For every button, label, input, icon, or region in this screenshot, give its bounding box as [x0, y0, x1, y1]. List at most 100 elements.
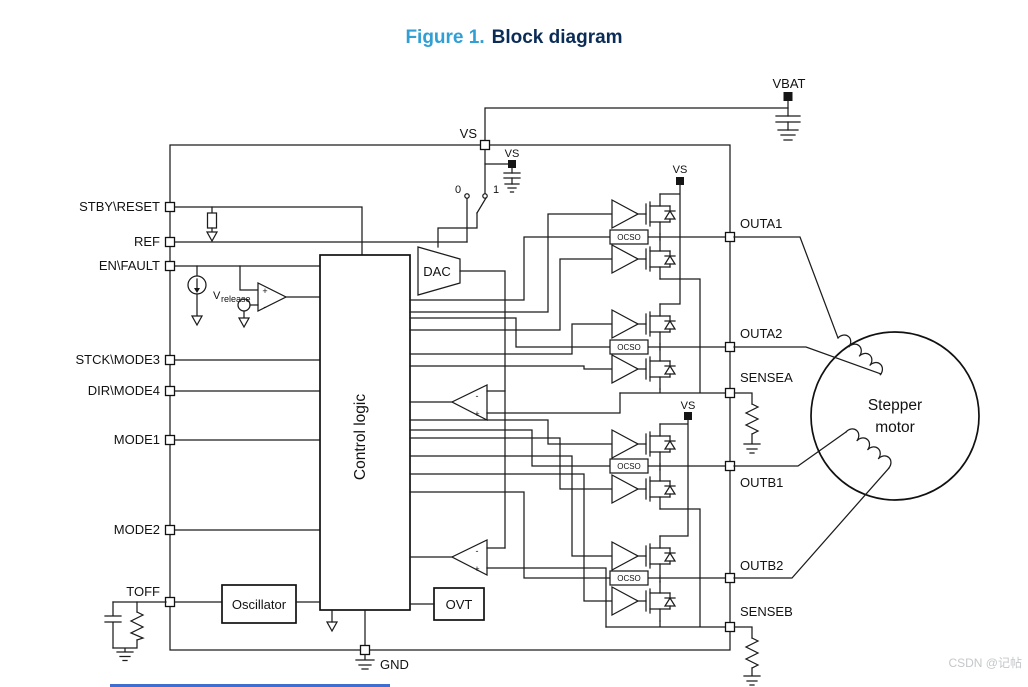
pin-label-stby-reset: STBY\RESET — [79, 199, 160, 214]
pin-outb2 — [724, 572, 736, 584]
switch-pos0-label: 0 — [455, 184, 461, 196]
motor-label-line1: Stepper — [868, 397, 922, 414]
pin-sensea — [724, 387, 736, 399]
pin-ref — [164, 236, 176, 248]
stby-net — [174, 206, 363, 256]
dac-label: DAC — [423, 264, 450, 279]
pin-label-outb1: OUTB1 — [740, 475, 783, 490]
ovt-label: OVT — [446, 597, 473, 612]
pin-label-senseb: SENSEB — [740, 604, 793, 619]
comp-a-minus: - — [476, 391, 479, 401]
pin-outa2 — [724, 341, 736, 353]
sensea-resistor-icon — [744, 403, 760, 435]
mosfet-b1-low — [611, 468, 676, 510]
vrelease-sub-label: release — [221, 294, 251, 304]
vs-bridge-b-pad — [684, 412, 692, 420]
figure-name: Block diagram — [491, 27, 623, 48]
mosfet-b2-low — [611, 580, 676, 622]
pwm-comparators: - + - + — [409, 384, 621, 628]
outa1-wire — [733, 236, 839, 339]
vbat-supply-net: VBAT VS — [460, 76, 806, 151]
toff-capacitor-icon — [104, 601, 122, 649]
dac-shape — [417, 246, 461, 296]
pin-label-mode1: MODE1 — [114, 432, 160, 447]
switch-lever — [476, 197, 487, 214]
pin-mode1 — [164, 434, 176, 446]
mosfet-a2-high — [611, 303, 676, 345]
switch-contact-1 — [482, 193, 488, 199]
phase-a-coil-icon — [837, 334, 884, 376]
pin-label-en-fault: EN\FAULT — [99, 258, 160, 273]
vs-bridge-b-label: VS — [681, 400, 696, 412]
comparator-b — [450, 539, 488, 577]
bottom-blocks: Oscillator OVT GND — [104, 584, 485, 672]
ocso-a2-box — [609, 339, 649, 355]
switch-pos1-label: 1 — [493, 184, 499, 196]
comp-b-plus: + — [474, 564, 479, 574]
pin-label-mode2: MODE2 — [114, 522, 160, 537]
stby-ground-arrow-icon — [205, 231, 219, 243]
logic-ground-arrow-icon — [325, 621, 339, 633]
fault-comp-minus: - — [264, 302, 267, 312]
stepper-motor: Stepper motor — [733, 236, 980, 579]
pin-label-dir-mode4: DIR\MODE4 — [88, 383, 160, 398]
ocso-a1-label: OCSO — [617, 233, 641, 242]
ocso-a2-label: OCSO — [617, 343, 641, 352]
motor-circle — [810, 331, 980, 501]
vbat-label: VBAT — [773, 76, 806, 91]
switch-contact-0 — [464, 193, 470, 199]
stby-pulldown-resistor — [206, 212, 218, 229]
comparator-a — [450, 384, 488, 422]
pin-label-toff: TOFF — [126, 584, 160, 599]
pin-label-stck-mode3: STCK\MODE3 — [75, 352, 160, 367]
pin-label-sensea: SENSEA — [740, 370, 793, 385]
vrelease-ground-arrow-icon — [237, 317, 251, 329]
senseb-ground-icon — [743, 667, 761, 686]
mosfet-a1-high — [611, 193, 676, 235]
gnd-symbol-icon — [355, 654, 375, 670]
toff-resistor-icon — [129, 611, 145, 641]
ocso-b2-label: OCSO — [617, 574, 641, 583]
pin-outa1 — [724, 231, 736, 243]
vs-entry-pin — [479, 139, 491, 151]
outa2-wire — [733, 346, 882, 375]
gate-drive-bundle — [409, 213, 613, 602]
pin-senseb — [724, 621, 736, 633]
figure-number: Figure 1. — [405, 27, 485, 48]
outb2-wire — [733, 467, 890, 579]
mosfet-a2-low — [611, 348, 676, 390]
dac-block: DAC — [417, 246, 506, 549]
pin-label-outa2: OUTA2 — [740, 326, 782, 341]
vs-bypass-pad — [508, 160, 516, 168]
figure-title: Figure 1. Block diagram — [0, 27, 1028, 49]
vs-bypass-ground-icon — [504, 183, 520, 193]
fault-comparator — [257, 281, 288, 313]
power-bridges: VS VS OCSO OCSO OCSO OCSO — [605, 164, 731, 628]
senseb-resistor-icon — [744, 637, 760, 669]
comp-b-minus: - — [476, 546, 479, 556]
vbat-ground-icon — [777, 129, 799, 141]
ocso-b1-box — [609, 458, 649, 474]
vbat-pad — [783, 92, 793, 101]
comp-a-plus: + — [474, 409, 479, 419]
control-logic-block: Control logic — [319, 254, 411, 633]
pin-label-outb2: OUTB2 — [740, 558, 783, 573]
motor-label-line2: motor — [875, 419, 915, 436]
pin-toff — [164, 596, 176, 608]
current-source-arrow — [194, 288, 200, 293]
pin-dir-mode4 — [164, 385, 176, 397]
sensea-ground-icon — [743, 433, 761, 454]
ocso-a1-box — [609, 229, 649, 245]
vs-bridge-a-label: VS — [673, 164, 688, 176]
pin-mode2 — [164, 524, 176, 536]
fault-comp-plus: + — [262, 286, 267, 296]
mosfet-b1-high — [611, 423, 676, 465]
ocso-b2-box — [609, 570, 649, 586]
oscillator-box — [221, 584, 297, 624]
vs-bridge-a-pad — [676, 177, 684, 185]
pin-outb1 — [724, 460, 736, 472]
control-logic-label: Control logic — [352, 394, 369, 480]
en-fault-analog: + - V release — [187, 265, 321, 329]
right-pins: OUTA1 OUTA2 SENSEA OUTB1 OUTB2 SENSEB — [724, 216, 793, 686]
